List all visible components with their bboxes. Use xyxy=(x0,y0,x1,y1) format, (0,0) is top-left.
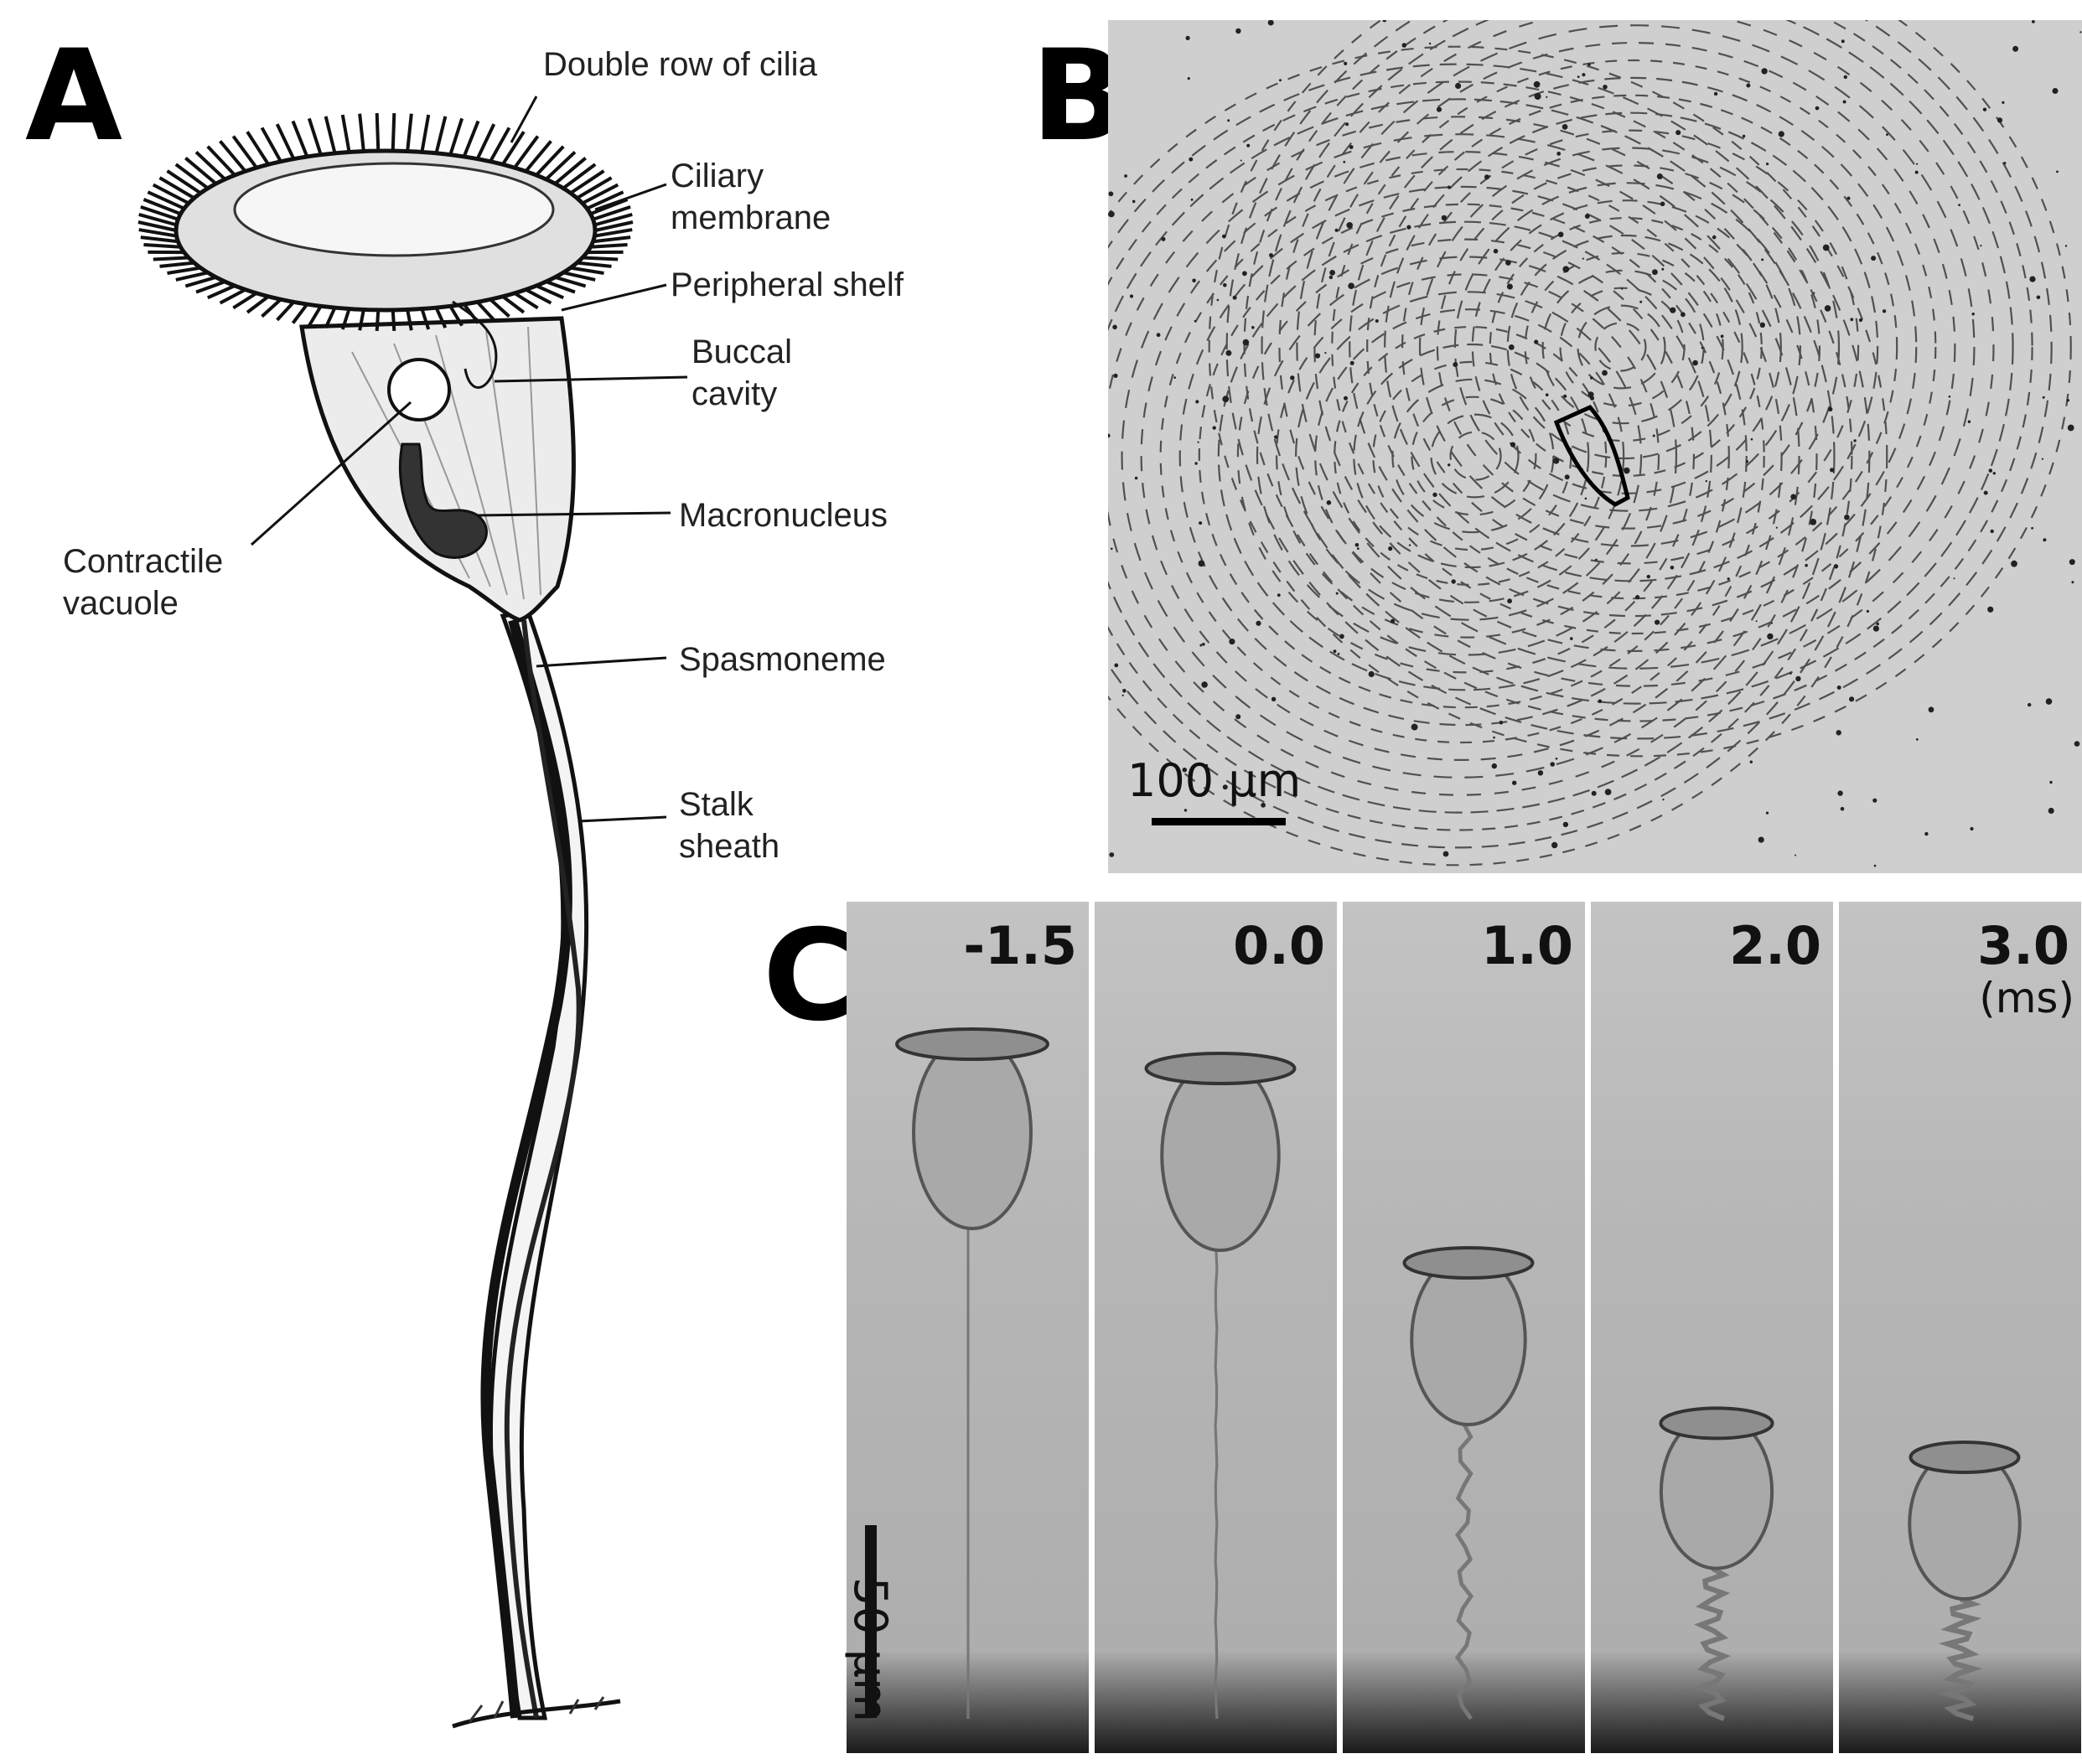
cell-image xyxy=(1144,1052,1297,1720)
stalk xyxy=(1454,1423,1474,1720)
label-spasmoneme: Spasmoneme xyxy=(679,641,886,678)
flow-streaklines xyxy=(1108,20,2072,866)
label-sheath: sheath xyxy=(679,828,780,865)
stalk xyxy=(1938,1596,1983,1722)
cilia-crown xyxy=(1144,1052,1297,1085)
label-double-row-of-cilia: Double row of cilia xyxy=(543,46,817,83)
scale-bar-c xyxy=(865,1525,877,1718)
label-buccal: Buccal xyxy=(691,334,793,370)
scale-bar-b-label: 100 µm xyxy=(1127,754,1302,807)
bell xyxy=(912,1034,1033,1230)
time-unit-label: (ms) xyxy=(1979,974,2074,1022)
label-membrane: membrane xyxy=(671,199,831,236)
bell-body xyxy=(299,316,576,623)
label-macronucleus: Macronucleus xyxy=(679,497,888,534)
cilia-fringe xyxy=(137,113,634,332)
vorticella-anatomy-drawing xyxy=(137,96,688,1729)
flow-field-micrograph xyxy=(1108,20,2082,873)
cell-image xyxy=(1659,1406,1774,1721)
cilia-crown xyxy=(1659,1406,1774,1441)
frame-time-label: 0.0 xyxy=(1233,915,1325,976)
contraction-sequence: -1.5 0.0 1.0 2.0 3.0(ms) xyxy=(847,902,2082,1753)
particle-specks xyxy=(1108,20,2082,867)
frame-3: 2.0 xyxy=(1591,902,1833,1753)
stalk xyxy=(1693,1565,1732,1721)
panel-label-c: C xyxy=(763,903,856,1049)
cell-image xyxy=(895,1027,1049,1719)
bell xyxy=(1160,1058,1281,1252)
label-ciliary: Ciliary xyxy=(671,158,764,194)
label-vacuole: vacuole xyxy=(63,585,179,622)
cilia-crown xyxy=(1402,1246,1535,1280)
cell-image xyxy=(1908,1441,2022,1722)
stalk xyxy=(1214,1249,1219,1720)
cell-image xyxy=(1402,1246,1535,1720)
macronucleus xyxy=(398,442,488,559)
panel-label-a: A xyxy=(25,23,123,169)
bell xyxy=(1410,1253,1527,1426)
cilia-crown xyxy=(895,1027,1049,1061)
frame-4: 3.0(ms) xyxy=(1839,902,2081,1753)
label-contractile: Contractile xyxy=(63,543,224,580)
organism-outline xyxy=(1553,404,1630,507)
label-stalk: Stalk xyxy=(679,786,754,823)
buccal-cavity xyxy=(452,300,498,389)
contractile-vacuole xyxy=(387,358,451,422)
frame-time-label: 1.0 xyxy=(1481,915,1573,976)
frame-time-label: -1.5 xyxy=(963,915,1077,976)
stalk-sheath xyxy=(488,609,589,1720)
frame-0: -1.5 xyxy=(847,902,1089,1753)
label-peripheral-shelf: Peripheral shelf xyxy=(671,266,904,303)
spasmoneme-line xyxy=(480,618,572,1719)
frame-1: 0.0 xyxy=(1095,902,1337,1753)
frame-time-label: 2.0 xyxy=(1729,915,1821,976)
label-cavity: cavity xyxy=(691,375,778,412)
frame-2: 1.0 xyxy=(1343,902,1585,1753)
cilia-crown xyxy=(1908,1441,2021,1474)
frame-time-label: 3.0 xyxy=(1977,915,2069,976)
scale-bar-c-label: 50 µm xyxy=(844,1577,897,1722)
scale-bar-b xyxy=(1152,818,1286,825)
